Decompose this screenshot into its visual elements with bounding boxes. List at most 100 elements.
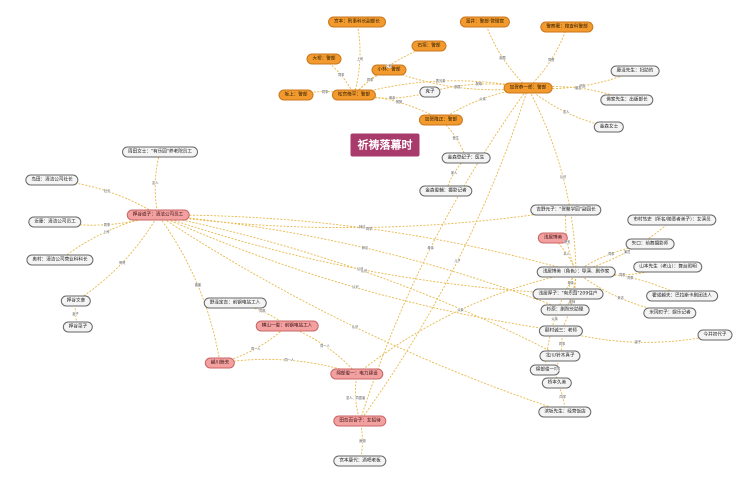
edge-label: 表兄弟 [435, 79, 446, 84]
edge-label: 认识 [351, 325, 359, 329]
edge-label: 儿子 [454, 259, 461, 264]
node-miyamotoK[interactable]: 宫本康代：酒吧老板 [333, 455, 387, 467]
edge-label: 同事 [619, 273, 626, 278]
node-kitayama[interactable]: 北川/铃木真子 [539, 350, 581, 362]
edge-label: 同事 [321, 89, 329, 94]
edge-label: 恋人、同居者 [346, 395, 366, 400]
edge-label: 哥哥 [118, 260, 126, 265]
edge-label: 雇佣 [359, 439, 366, 443]
node-okumura[interactable]: 奥村：清洁公司营业科科长 [26, 254, 94, 266]
node-nagai[interactable]: 野泽定吉：前钢电站工人 [203, 297, 267, 309]
node-fukanbuchou[interactable]: 宫本：刑事科长副部长 [328, 16, 386, 28]
edge-label: 同事 [608, 251, 615, 256]
edge-label: 同事 [627, 275, 634, 280]
node-kaga[interactable]: 加贺恭一郎：警部 [503, 82, 553, 94]
node-yoshio[interactable]: 佛家先生：出版部长 [600, 94, 654, 106]
edge-label: 采访 [617, 296, 624, 301]
edge-label: 部属 [454, 85, 461, 90]
edge-label: 同事 [337, 73, 345, 78]
edge-label: 父亲 [479, 96, 486, 101]
edge-label: 同事 [259, 309, 266, 314]
node-asaka[interactable]: 藤泽先生：妇助的 [610, 65, 660, 77]
node-koshikawa[interactable]: 越川睦夫 [204, 357, 236, 369]
edge-label: 认识 [352, 285, 359, 290]
node-ishigaki[interactable]: 石垣：警部 [411, 40, 447, 52]
node-hamamatsu[interactable]: 滨坂先生：经营饭店 [538, 406, 592, 418]
node-kushiro[interactable]: 桥本久美 [541, 377, 573, 389]
node-murakami[interactable]: 市村笃史（所名/随意者美子）：女演员 [627, 214, 717, 226]
edge-label: 同事 [558, 341, 566, 346]
node-yasuko[interactable]: 周田女士："有乐园"养老院员工 [122, 146, 198, 158]
edge-label: 上司 [385, 64, 392, 68]
node-tamaki[interactable]: 矢口：前舞摄影师 [625, 238, 675, 250]
edge-n_oshitani-n_hamamatsu [157, 214, 566, 413]
node-kanrikan[interactable]: 警察署：搜查科警部 [540, 21, 594, 33]
edge-label: 舅母 [475, 82, 482, 87]
node-oshitaniF[interactable]: 押谷文彦 [60, 295, 92, 307]
edge-label: 本人 [563, 251, 570, 256]
node-nukada[interactable]: 额村诚三：老师 [538, 325, 584, 337]
edge-label: 认识 [356, 267, 364, 272]
node-oshitani[interactable]: 押谷道子：清洁公司员工 [126, 209, 190, 221]
node-wataru[interactable]: 绵部俊一：电力建设 [330, 368, 384, 380]
edge-label: 妻子 [634, 340, 641, 345]
edge-label: 认识 [559, 175, 567, 180]
edge-n_kaga-n_hiromiF [527, 87, 577, 273]
edge-label: 同一人 [284, 358, 294, 363]
edge-label: 友人 [152, 181, 159, 186]
edge-label: 医生 [452, 135, 459, 140]
edge-label: 恋人 [562, 110, 570, 115]
edge-label: 同一人 [250, 346, 261, 351]
edge-label: 上司 [103, 229, 110, 234]
node-kagatakamasa[interactable]: 加贺隆正：警部 [418, 114, 464, 126]
diagram-title[interactable]: 祈祷落幕时 [350, 133, 420, 157]
edge-label: 朋友 [575, 86, 582, 91]
node-matsumiya[interactable]: 松宫脩平：警部 [331, 89, 377, 101]
node-yoshino[interactable]: 吉野元子："贺聚学园"副园长 [530, 204, 602, 216]
edge-label: 家人 [450, 171, 458, 176]
node-miyamoto[interactable]: 霍诺越夫：巴拉斯卡剧团法人 [646, 290, 718, 302]
edge-n_oshitani-n_kitayama [157, 214, 561, 357]
node-katsuko[interactable]: 克子 [419, 86, 441, 98]
edge-label: 同学 [365, 226, 373, 231]
node-taeko[interactable]: 田岛百合子：女招待 [333, 415, 387, 427]
node-yamamoto[interactable]: 山本先生（老山）：舞台照明 [633, 261, 703, 273]
node-sugino[interactable]: 杉原：剧院长助理 [540, 304, 590, 316]
edge-label: 拜访 [358, 225, 366, 230]
edge-label: 拜访 [361, 245, 369, 250]
node-atsuko[interactable]: 浅居厚子："有乐园"209住户 [532, 288, 604, 300]
node-kinoshita[interactable]: 今井初代子 [697, 329, 733, 341]
node-sakagami[interactable]: 坂上：警部 [278, 89, 314, 101]
edge-label: 同僚 [547, 57, 555, 62]
edge-n_oshitani-n_nukada [157, 214, 562, 332]
edge-label: 社长 [103, 189, 111, 194]
node-kondou[interactable]: 近藤：清洁公司员工 [28, 216, 82, 228]
edge-label: 老师 [568, 300, 576, 305]
node-hiromiF[interactable]: 浅居博美（角色）：导演、剧作家 [536, 266, 616, 278]
edge-n_oshitani-n_sugino [157, 214, 566, 311]
edge-label: 母亲 [388, 96, 396, 101]
node-kanzaki[interactable]: 富井：警部·管理官 [459, 16, 511, 28]
edge-label: 同一人 [320, 343, 330, 348]
node-yokoyama[interactable]: 横山一俊：前钢电站工人 [255, 320, 319, 332]
node-yonezawa[interactable]: 米冈町子：娱乐记者 [643, 307, 697, 319]
edge-label: 上司 [356, 56, 364, 61]
node-oshitaniN[interactable]: 押谷菜子 [62, 321, 94, 333]
node-shimada[interactable]: 岛田：清洁公司社长 [25, 174, 79, 186]
edge-label: 朋友 [579, 83, 586, 88]
edge-label: 部属 [499, 55, 506, 60]
edge-label: 认识 [360, 269, 368, 274]
edge-label: 同学 [553, 367, 561, 372]
node-kanemori[interactable]: 金森女士 [593, 121, 625, 133]
edge-label: 被害 [194, 283, 202, 288]
edge-n_kaga-n_kanzaki [484, 21, 529, 89]
node-hiromi[interactable]: 浅居博美 [537, 232, 569, 244]
node-daifu[interactable]: 大桥：警部 [306, 53, 342, 65]
edge-label: 演员 [623, 249, 631, 254]
node-kanemoriK[interactable]: 金森俊輔：摄影记者 [419, 185, 473, 197]
edge-label: 父亲 [551, 317, 558, 322]
edge-label: 同学 [559, 395, 566, 400]
edge-label: 母亲 [427, 245, 434, 250]
node-kanemoriT[interactable]: 金森登纪子：医生 [441, 152, 491, 164]
